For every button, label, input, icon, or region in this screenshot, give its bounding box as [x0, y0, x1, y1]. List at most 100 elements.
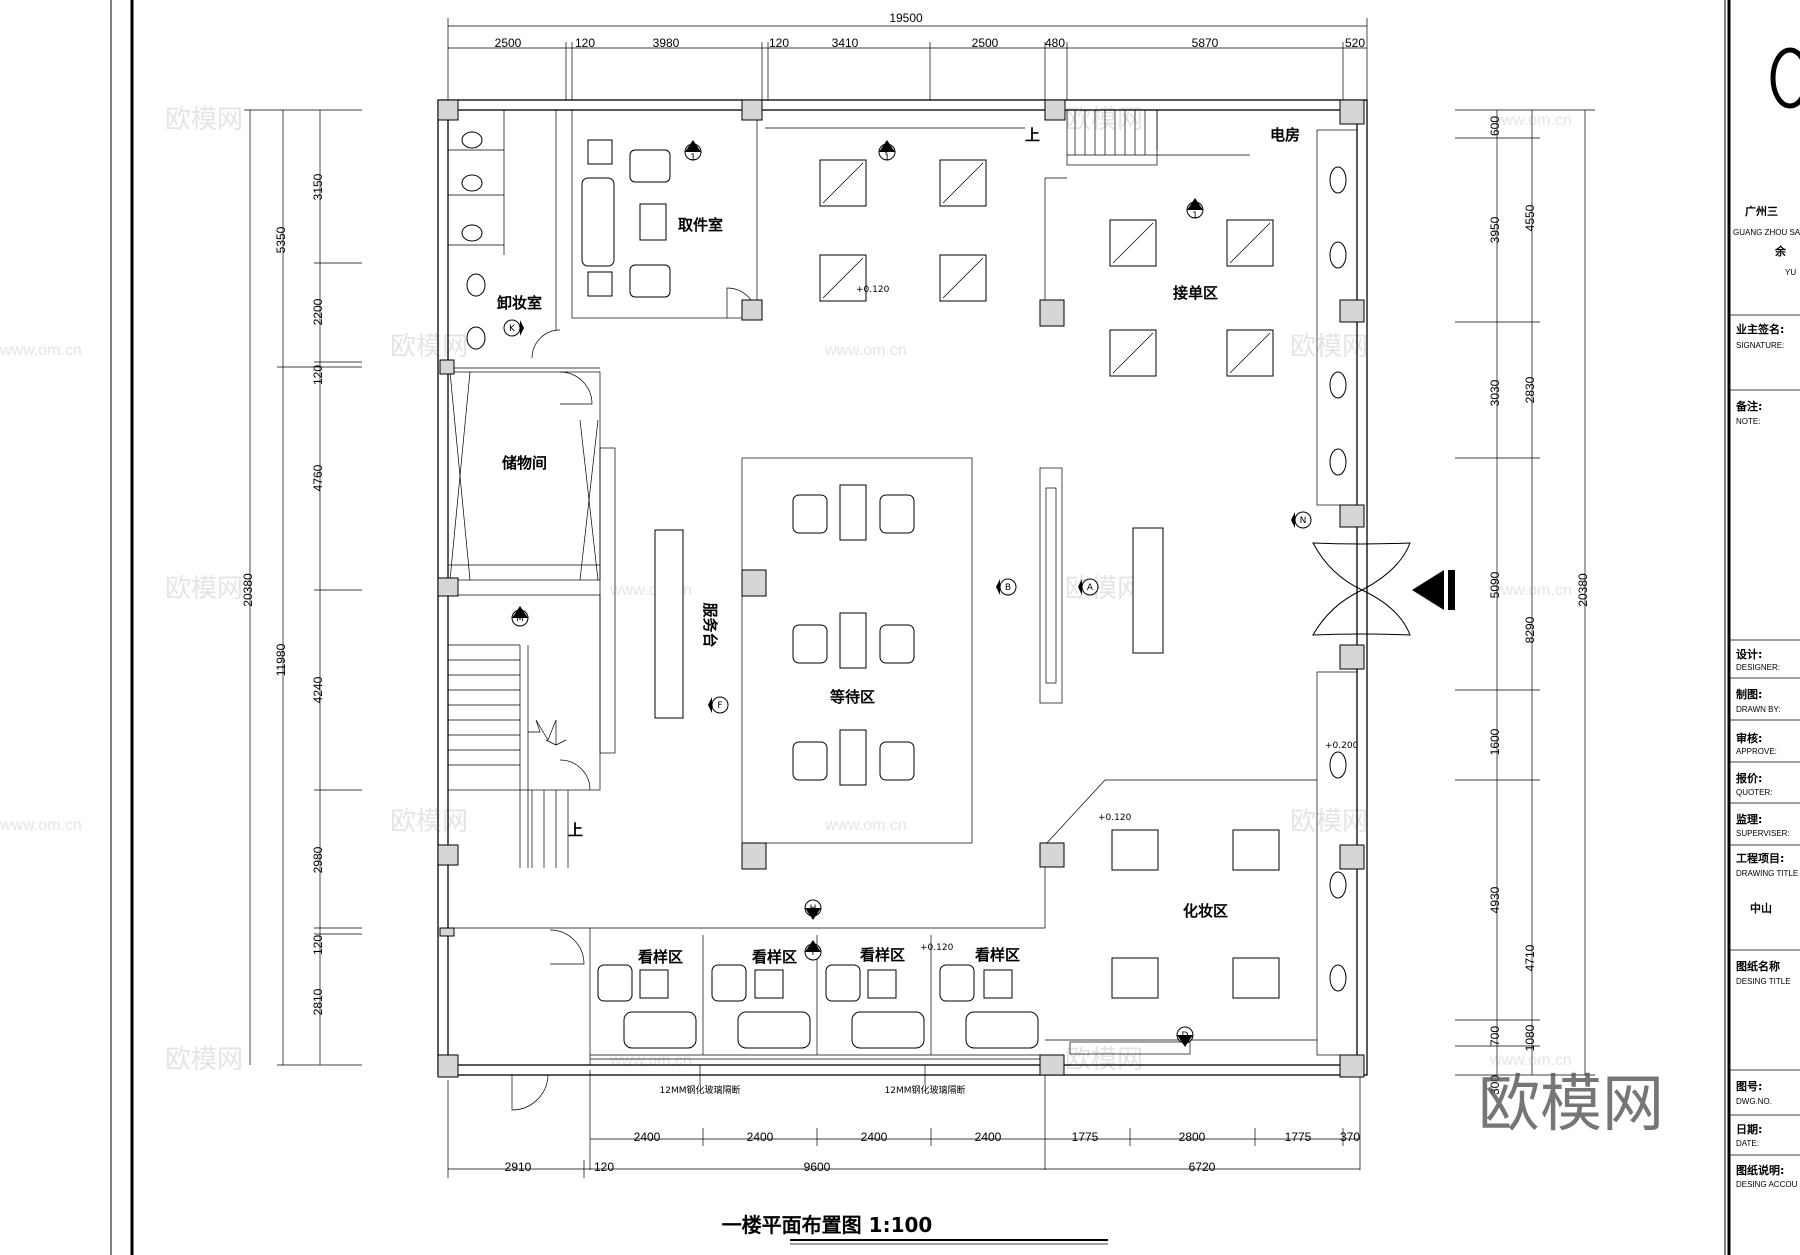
svg-text:欧模网: 欧模网 — [390, 807, 468, 837]
svg-text:备注:: 备注: — [1735, 399, 1762, 413]
svg-text:DESING ACCOU: DESING ACCOU — [1736, 1180, 1798, 1189]
svg-text:DESIGNER:: DESIGNER: — [1736, 663, 1780, 672]
svg-text:J: J — [885, 144, 889, 154]
svg-text:520: 520 — [1345, 36, 1365, 50]
svg-text:E: E — [690, 144, 696, 154]
svg-text:D: D — [1182, 1031, 1189, 1041]
svg-text:YU: YU — [1785, 268, 1796, 277]
svg-text:广州三: 广州三 — [1745, 204, 1778, 218]
svg-text:DRAWING TITLE: DRAWING TITLE — [1736, 869, 1798, 878]
svg-text:GUANG ZHOU SA: GUANG ZHOU SA — [1733, 228, 1800, 237]
svg-text:2910: 2910 — [505, 1160, 532, 1174]
svg-text:2830: 2830 — [1523, 376, 1537, 403]
label-makeup-removal: 卸妆室 — [497, 294, 542, 312]
doors — [511, 287, 1455, 1111]
svg-text:4760: 4760 — [311, 464, 325, 491]
svg-text:NOTE:: NOTE: — [1736, 417, 1760, 426]
svg-text:欧模网: 欧模网 — [1065, 1045, 1143, 1075]
columns — [437, 99, 1365, 1078]
svg-text:欧模网: 欧模网 — [165, 1045, 243, 1075]
svg-text:120: 120 — [594, 1160, 614, 1174]
svg-text:H: H — [810, 904, 817, 914]
label-makeup: 化妆区 — [1183, 902, 1228, 920]
svg-text:20380: 20380 — [1576, 573, 1590, 607]
label-sample-2: 看样区 — [752, 948, 797, 966]
svg-text:2200: 2200 — [311, 298, 325, 325]
svg-text:5870: 5870 — [1192, 36, 1219, 50]
svg-text:审核:: 审核: — [1736, 731, 1762, 745]
label-up-stair: 上 — [568, 821, 583, 839]
room-labels: 取件室 卸妆室 储物间 等待区 接单区 电房 化妆区 看样区 看样区 看样区 看… — [497, 126, 1359, 1096]
svg-text:G: G — [1192, 202, 1199, 212]
svg-text:www.om.cn: www.om.cn — [1489, 112, 1572, 129]
svg-text:工程项目:: 工程项目: — [1736, 851, 1784, 865]
label-waiting: 等待区 — [830, 688, 875, 706]
svg-text:3950: 3950 — [1488, 216, 1502, 243]
svg-text:1: 1 — [1192, 211, 1198, 221]
svg-text:3410: 3410 — [832, 36, 859, 50]
svg-text:I: I — [812, 948, 815, 958]
index-markers: E1 J1 K G1 N M B A F H I D — [503, 140, 1312, 1047]
svg-text:9600: 9600 — [804, 1160, 831, 1174]
svg-text:1: 1 — [690, 153, 696, 163]
svg-text:余: 余 — [1774, 244, 1787, 258]
label-sample-3: 看样区 — [860, 946, 905, 964]
svg-text:4240: 4240 — [311, 676, 325, 703]
svg-text:欧模网: 欧模网 — [1290, 807, 1368, 837]
svg-text:K: K — [509, 324, 516, 334]
svg-text:日期:: 日期: — [1736, 1122, 1762, 1136]
svg-text:图纸说明:: 图纸说明: — [1736, 1163, 1784, 1177]
svg-text:1775: 1775 — [1285, 1130, 1312, 1144]
svg-text:11980: 11980 — [274, 643, 288, 676]
svg-text:2400: 2400 — [747, 1130, 774, 1144]
svg-text:8290: 8290 — [1523, 616, 1537, 643]
watermark-big: 欧模网 — [1478, 1067, 1664, 1140]
svg-text:www.om.cn: www.om.cn — [1489, 582, 1572, 599]
svg-text:1: 1 — [884, 153, 890, 163]
label-electric: 电房 — [1270, 126, 1300, 144]
svg-text:www.om.cn: www.om.cn — [0, 342, 82, 359]
svg-text:300: 300 — [1488, 1075, 1502, 1095]
svg-text:1080: 1080 — [1523, 1024, 1537, 1051]
title-block: 广州三 GUANG ZHOU SA 余 YU 业主签名: SIGNATURE: … — [1729, 47, 1800, 1189]
svg-text:4710: 4710 — [1523, 944, 1537, 971]
svg-text:120: 120 — [311, 365, 325, 385]
svg-text:5350: 5350 — [274, 226, 288, 253]
svg-text:700: 700 — [1488, 1026, 1502, 1046]
svg-text:www.om.cn: www.om.cn — [0, 817, 82, 834]
svg-text:www.om.cn: www.om.cn — [824, 342, 907, 359]
svg-text:480: 480 — [1045, 36, 1065, 50]
svg-text:12MM钢化玻璃隔断: 12MM钢化玻璃隔断 — [885, 1084, 966, 1096]
svg-text:www.om.cn: www.om.cn — [824, 817, 907, 834]
svg-text:2810: 2810 — [311, 988, 325, 1015]
svg-text:20380: 20380 — [241, 573, 255, 607]
label-pickup: 取件室 — [678, 216, 723, 234]
svg-text:+0.200: +0.200 — [1325, 741, 1359, 751]
furniture — [461, 131, 1347, 1055]
company-logo-icon — [1770, 47, 1800, 109]
svg-text:欧模网: 欧模网 — [165, 574, 243, 604]
svg-text:3980: 3980 — [653, 36, 680, 50]
svg-text:欧模网: 欧模网 — [1065, 574, 1143, 604]
svg-text:M: M — [516, 614, 524, 624]
svg-text:报价:: 报价: — [1736, 771, 1762, 785]
svg-text:4930: 4930 — [1488, 886, 1502, 913]
svg-text:SIGNATURE:: SIGNATURE: — [1736, 341, 1784, 350]
svg-text:F: F — [717, 701, 722, 711]
svg-text:120: 120 — [575, 36, 595, 50]
svg-text:1775: 1775 — [1072, 1130, 1099, 1144]
svg-text:设计:: 设计: — [1736, 647, 1762, 661]
svg-text:+0.120: +0.120 — [1098, 813, 1132, 823]
svg-text:120: 120 — [769, 36, 789, 50]
label-service-desk: 服务台 — [701, 602, 719, 647]
svg-text:DWG.NO.: DWG.NO. — [1736, 1097, 1772, 1106]
label-order: 接单区 — [1173, 284, 1218, 302]
svg-text:DESING TITLE: DESING TITLE — [1736, 977, 1791, 986]
svg-text:A: A — [1087, 583, 1094, 593]
svg-text:+0.120: +0.120 — [920, 943, 954, 953]
svg-text:监理:: 监理: — [1736, 812, 1762, 826]
label-sample-4: 看样区 — [975, 946, 1020, 964]
svg-text:QUOTER:: QUOTER: — [1736, 788, 1772, 797]
label-storage: 储物间 — [502, 454, 547, 472]
